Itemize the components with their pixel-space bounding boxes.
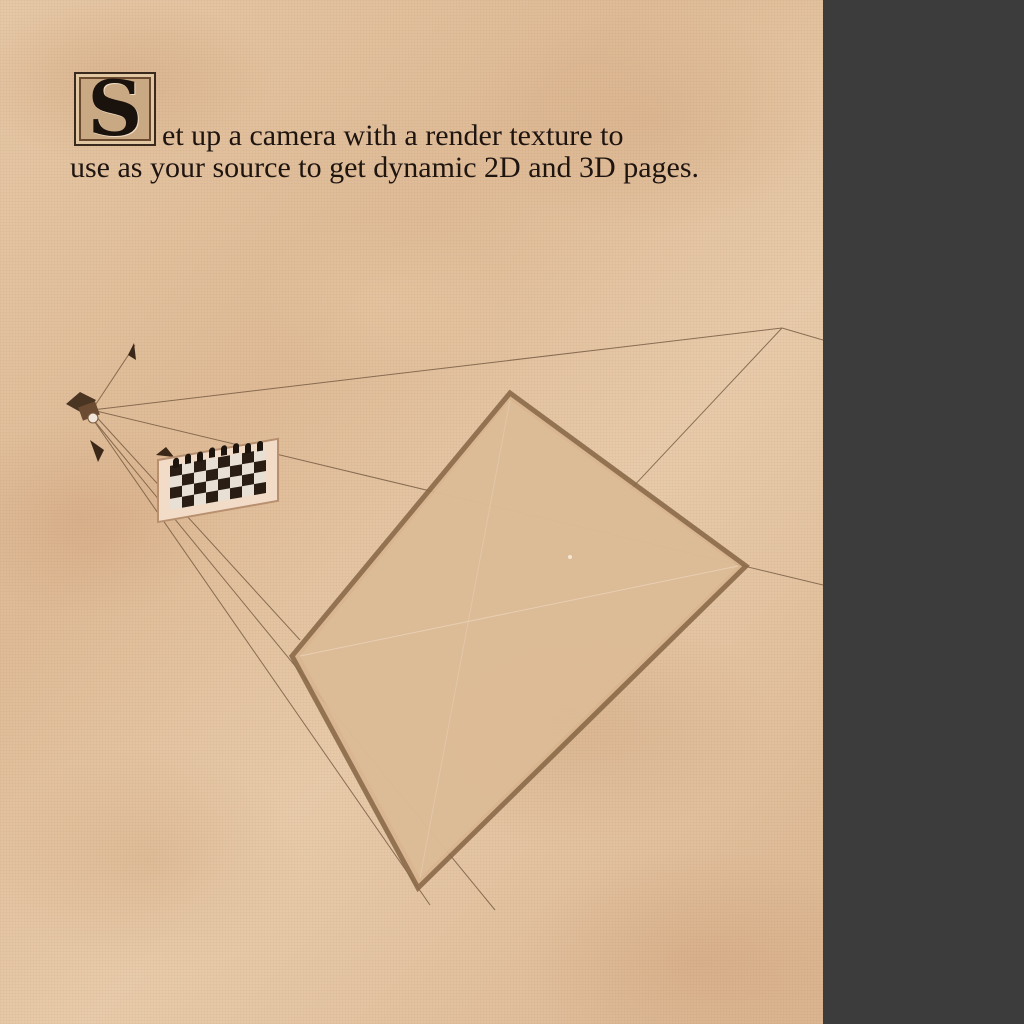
chessboard-icon[interactable] — [157, 436, 279, 524]
page-text-rest: use as your source to get dynamic 2D and… — [70, 151, 700, 184]
page-text-first-line: et up a camera with a render texture to — [162, 119, 624, 152]
drop-cap-letter: S — [87, 64, 143, 153]
render-texture-plane[interactable] — [288, 389, 750, 893]
chess-pieces — [173, 440, 263, 469]
drop-cap: S — [74, 64, 156, 153]
chessboard-squares — [170, 448, 266, 510]
book-page: S et up a camera with a render texture t… — [0, 0, 823, 1024]
scene-illustration — [66, 327, 823, 911]
page-text: S et up a camera with a render texture t… — [70, 70, 770, 190]
camera-gizmo-icon[interactable] — [66, 343, 174, 462]
drop-cap-frame — [74, 72, 156, 146]
